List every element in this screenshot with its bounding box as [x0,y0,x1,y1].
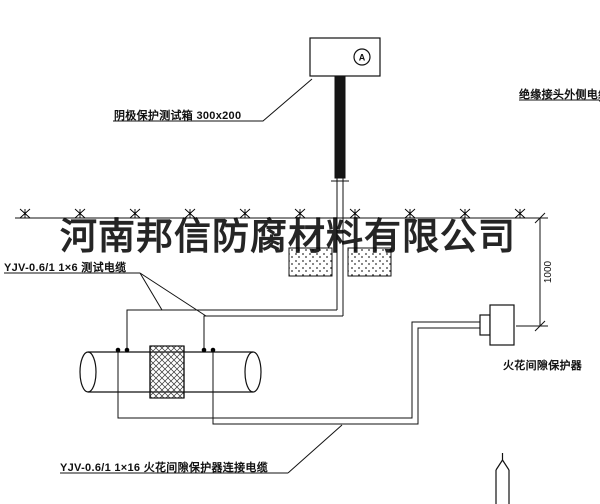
concrete-blocks [288,247,392,277]
test-box-label: 阴极保护测试箱 300x200 [114,110,242,122]
leader-connection-cable [287,424,343,474]
leader-test-box [113,78,313,122]
leader-test-cable-1 [139,272,163,311]
leader-test-cable-2 [139,272,207,317]
insulating-joint [149,345,185,399]
leader-outer-cable [519,99,600,103]
meter-symbol: A [359,53,366,63]
ground-line [15,208,548,219]
test-cable-label: YJV-0.6/1 1×6 测试电缆 [4,262,127,274]
leader-lines [4,78,600,474]
dimension-text: 1000 [543,260,554,283]
spark-gap-protector [479,304,515,346]
test-box: A [309,37,381,77]
test-cables [126,309,343,350]
spark-gap-label: 火花间隙保护器 [503,360,583,372]
company-watermark: 河南邦信防腐材料有限公司 [60,217,516,258]
ground-rod-symbol [495,453,510,504]
outer-cable-label: 绝缘接头外侧电缆 [519,89,600,101]
pipeline [79,345,262,399]
dimension-1000: 1000 [516,212,554,332]
spark-gap-cables [117,321,480,425]
connection-cable-label: YJV-0.6/1 1×16 火花间隙保护器连接电缆 [60,462,269,474]
riser-conduit [331,75,349,316]
meter-circle-icon [353,48,371,66]
